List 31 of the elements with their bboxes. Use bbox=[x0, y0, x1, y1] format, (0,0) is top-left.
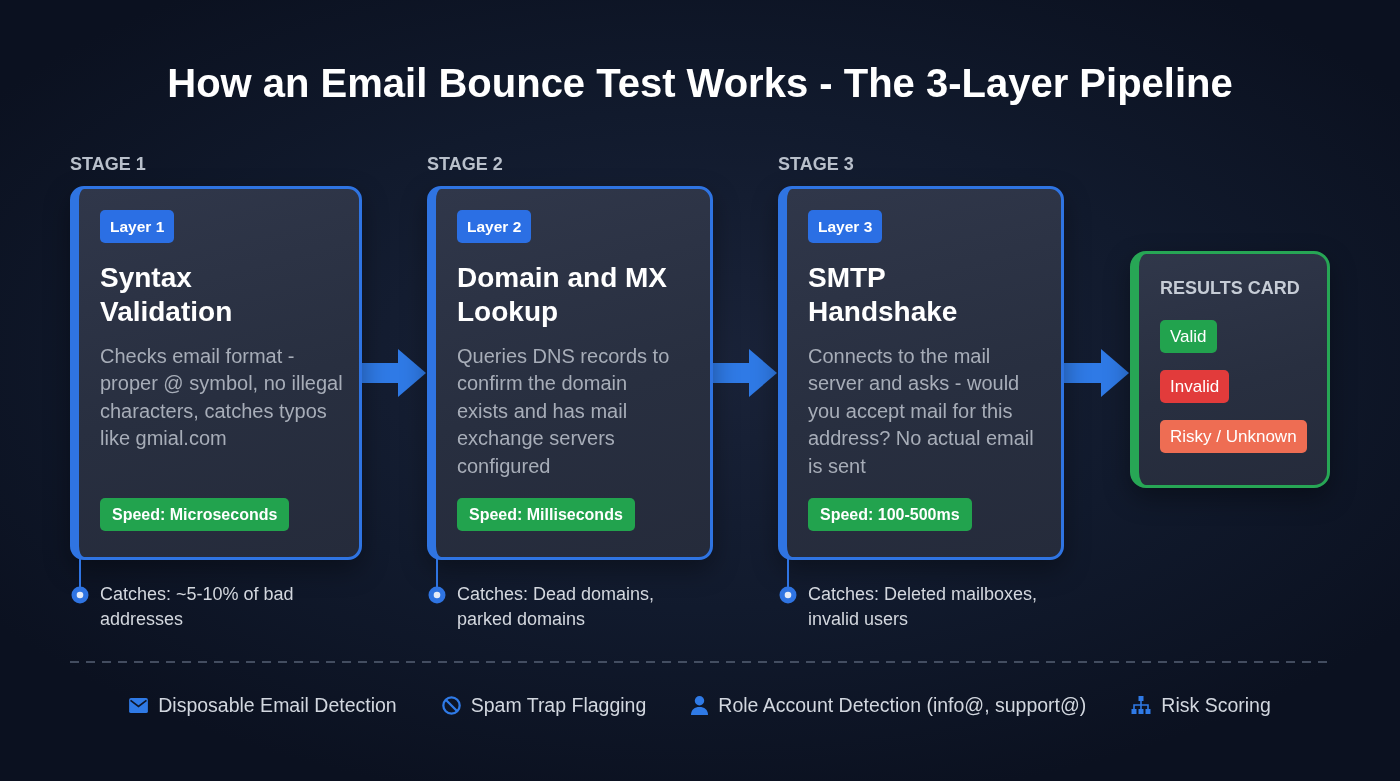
card-description: Checks email format - proper @ symbol, no illegal characters, catches typos like gmial.com bbox=[100, 344, 344, 452]
stage-label: STAGE 2 bbox=[427, 153, 503, 176]
feature-label: Spam Trap Flagging bbox=[470, 693, 647, 717]
layer-badge: Layer 2 bbox=[457, 210, 532, 243]
speed-badge: Speed: 100-500ms bbox=[808, 498, 972, 531]
feature-label: Role Account Detection (info@, support@) bbox=[718, 693, 1087, 717]
layer-badge: Layer 1 bbox=[100, 210, 175, 243]
card-description: Queries DNS records to confirm the domain exists and has mail exchange servers configured bbox=[457, 344, 671, 479]
diagram-title: How an Email Bounce Test Works - The 3-Layer Pipeline bbox=[167, 60, 1233, 107]
flow-arrow bbox=[1064, 349, 1129, 397]
results-card bbox=[1130, 251, 1330, 488]
status-badge: Invalid bbox=[1160, 370, 1230, 403]
stage-label: STAGE 1 bbox=[70, 153, 146, 176]
catch-note: Catches: Deleted mailboxes, invalid users bbox=[808, 583, 1039, 631]
speed-badge: Speed: Microseconds bbox=[100, 498, 290, 531]
card-heading: Domain and MX Lookup bbox=[457, 261, 668, 329]
stage-label: STAGE 3 bbox=[778, 153, 854, 176]
card-heading: Syntax Validation bbox=[100, 261, 234, 329]
card-heading: SMTP Handshake bbox=[808, 261, 959, 329]
catch-note: Catches: Dead domains, parked domains bbox=[457, 583, 656, 631]
card-heading: RESULTS CARD bbox=[1160, 277, 1300, 300]
flow-arrow bbox=[362, 349, 426, 397]
feature-label: Disposable Email Detection bbox=[158, 693, 397, 717]
catch-note: Catches: ~5-10% of bad addresses bbox=[100, 583, 295, 631]
status-badge: Risky / Unknown bbox=[1160, 420, 1307, 453]
layer-badge: Layer 3 bbox=[808, 210, 883, 243]
speed-badge: Speed: Milliseconds bbox=[457, 498, 635, 531]
card-description: Connects to the mail server and asks - would you accept mail for this address? No actual email is sent bbox=[808, 344, 1035, 479]
status-badge: Valid bbox=[1160, 320, 1217, 353]
flow-arrow bbox=[713, 349, 777, 397]
feature-label: Risk Scoring bbox=[1161, 693, 1271, 717]
